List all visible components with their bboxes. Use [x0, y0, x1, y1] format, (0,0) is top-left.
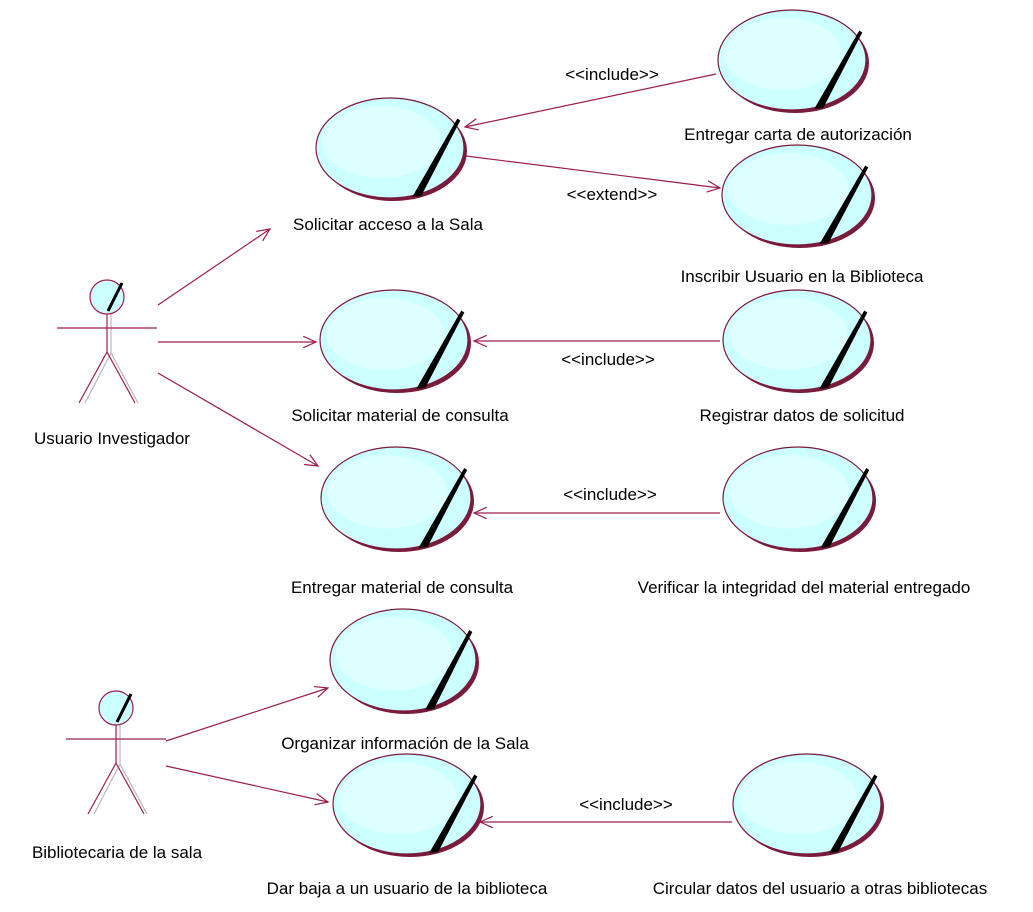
use-case-highlight [723, 18, 843, 90]
use-case-solicitar-acceso-a-la-sala[interactable]: Solicitar acceso a la Sala [293, 97, 484, 234]
use-case-entregar-carta-de-autorizacion[interactable]: Entregar carta de autorización [684, 9, 912, 144]
association-arrowhead [314, 793, 330, 806]
association-a1-u1[interactable] [157, 228, 272, 306]
use-case-registrar-datos-de-solicitud[interactable]: Registrar datos de solicitud [699, 289, 905, 425]
dependency-arrowhead [472, 334, 488, 348]
dependency-u7-u6[interactable]: <<include>> [472, 485, 720, 520]
association-line [165, 765, 329, 803]
use-case-highlight [335, 617, 453, 691]
dependency-arrowhead [472, 506, 488, 520]
use-case-label: Registrar datos de solicitud [699, 406, 904, 425]
use-case-label: Solicitar acceso a la Sala [293, 215, 483, 234]
use-case-label: Dar baja a un usuario de la biblioteca [267, 879, 548, 898]
actor-legs [87, 761, 145, 815]
use-case-label: Entregar material de consulta [291, 578, 514, 597]
actor-legs-shadow [84, 351, 139, 404]
use-case-slash-icon [820, 467, 870, 548]
use-case-dar-baja-a-un-usuario-de-la-biblioteca[interactable]: Dar baja a un usuario de la biblioteca [267, 753, 548, 898]
actor-head-slash [106, 282, 124, 312]
use-case-slash-icon [819, 165, 869, 244]
use-case-solicitar-material-de-consulta[interactable]: Solicitar material de consulta [291, 289, 509, 425]
dependency-u2-u1[interactable]: <<include>> [463, 65, 717, 131]
use-case-label: Solicitar material de consulta [291, 406, 509, 425]
use-case-slash-icon [829, 774, 878, 853]
use-case-highlight [327, 455, 447, 529]
stereotype-label: <<include>> [579, 795, 673, 814]
stereotype-label: <<include>> [561, 350, 655, 369]
use-case-slash-icon [814, 30, 863, 109]
use-case-highlight [728, 153, 848, 225]
stereotype-label: <<include>> [563, 485, 657, 504]
dependency-u5-u4[interactable]: <<include>> [472, 334, 720, 369]
stereotype-label: <<include>> [565, 65, 659, 84]
use-case-inscribir-usuario-en-la-biblioteca[interactable]: Inscribir Usuario en la Biblioteca [681, 144, 924, 286]
dependency-arrowhead [463, 118, 479, 131]
actor-legs-shadow [93, 762, 148, 815]
use-case-entregar-material-de-consulta[interactable]: Entregar material de consulta [291, 446, 514, 597]
use-case-verificar-la-integridad-del-material-entregado[interactable]: Verificar la integridad del material ent… [638, 446, 971, 597]
use-case-slash-icon [416, 310, 465, 389]
dependency-arrowhead [706, 180, 722, 193]
use-case-highlight [325, 298, 445, 370]
actor-head [98, 690, 134, 726]
association-line [165, 687, 329, 742]
use-case-slash-icon [819, 310, 868, 389]
association-line [157, 228, 271, 306]
dependency-line [464, 73, 717, 128]
association-arrowhead [302, 335, 318, 349]
actor-head-slash [115, 693, 133, 723]
use-case-organizar-informacion-de-la-sala[interactable]: Organizar información de la Sala [281, 608, 529, 753]
association-a1-u6[interactable] [157, 372, 320, 467]
use-case-highlight [338, 762, 458, 834]
dependency-u1-u3[interactable]: <<extend>> [465, 155, 722, 204]
actor-label: Usuario Investigador [34, 429, 190, 448]
dependency-u10-u9[interactable]: <<include>> [478, 795, 732, 829]
actor-label: Bibliotecaria de la sala [32, 843, 203, 862]
association-a2-u9[interactable] [165, 765, 330, 806]
use-case-label: Organizar información de la Sala [281, 734, 529, 753]
stereotype-label: <<extend>> [567, 185, 658, 204]
actor-usuario-investigador[interactable]: Usuario Investigador [34, 279, 190, 448]
dependency-line [465, 155, 721, 189]
use-case-highlight [738, 762, 858, 834]
association-a1-u4[interactable] [158, 335, 318, 349]
use-case-circular-datos-del-usuario-a-otras-bibliotecas[interactable]: Circular datos del usuario a otras bibli… [653, 753, 988, 898]
association-arrowhead [314, 685, 330, 698]
actor-head [89, 279, 125, 315]
association-arrowhead [256, 228, 272, 242]
use-case-slash-icon [424, 629, 473, 710]
actor-legs [78, 350, 136, 404]
use-case-label: Inscribir Usuario en la Biblioteca [681, 267, 924, 286]
stick-figure-actor-icon [66, 690, 166, 815]
use-case-highlight [728, 298, 848, 370]
association-a2-u8[interactable] [165, 685, 330, 742]
use-case-label: Verificar la integridad del material ent… [638, 578, 971, 597]
use-case-label: Entregar carta de autorización [684, 125, 912, 144]
use-case-highlight [729, 455, 849, 529]
association-line [157, 372, 319, 467]
use-case-label: Circular datos del usuario a otras bibli… [653, 879, 988, 898]
actor-bibliotecaria-de-la-sala[interactable]: Bibliotecaria de la sala [32, 690, 203, 862]
use-case-highlight [321, 106, 441, 178]
association-arrowhead [304, 454, 320, 467]
use-case-slash-icon [412, 118, 461, 197]
use-case-slash-icon [418, 467, 468, 548]
stick-figure-actor-icon [57, 279, 157, 404]
use-case-slash-icon [429, 774, 478, 853]
